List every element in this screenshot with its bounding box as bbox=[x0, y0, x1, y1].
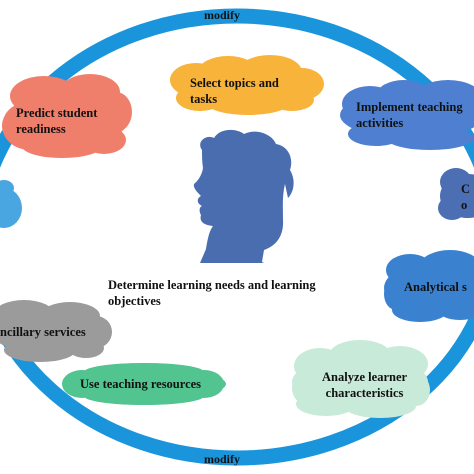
cloud-left-partial bbox=[0, 180, 22, 228]
node-label-line: Implement teaching bbox=[356, 100, 463, 114]
node-label-use-teaching-resources: Use teaching resources bbox=[80, 377, 201, 393]
cloud-use-teaching-resources bbox=[62, 363, 226, 405]
cloud-clarify-objectives bbox=[438, 168, 474, 220]
head-silhouette bbox=[193, 129, 294, 263]
node-label-ancillary-services: ncillary services bbox=[0, 325, 86, 341]
node-label-line: readiness bbox=[16, 121, 66, 136]
node-label-line: Analytical s bbox=[404, 280, 467, 294]
cloud-analyze-learner bbox=[292, 340, 430, 418]
node-label-line: o bbox=[461, 197, 468, 212]
node-label-line: Use teaching resources bbox=[80, 377, 202, 391]
node-label-line: characteristics bbox=[325, 385, 404, 400]
node-label-clarify-objectives: C o bbox=[461, 182, 470, 213]
cloud-predict-readiness bbox=[2, 74, 132, 158]
node-label-line: tasks bbox=[190, 91, 218, 106]
cycle-ring bbox=[0, 8, 474, 466]
cloud-analytical bbox=[384, 250, 474, 322]
node-label-select-topics: Select topics and tasks bbox=[190, 76, 279, 107]
center-label-line: objectives bbox=[108, 293, 161, 308]
top-modify-label: modify bbox=[204, 8, 240, 22]
cloud-select-topics bbox=[170, 55, 324, 115]
node-label-analyze-learner: Analyze learner characteristics bbox=[322, 370, 407, 401]
node-label-line: activities bbox=[356, 115, 404, 130]
node-label-predict-readiness: Predict student readiness bbox=[16, 106, 97, 137]
node-label-line: Predict student bbox=[16, 106, 98, 120]
node-label-line: C bbox=[461, 182, 471, 196]
center-label-line: Determine learning needs and learning bbox=[108, 278, 316, 292]
node-label-line: Select topics and bbox=[190, 76, 279, 90]
node-label-implement-teaching: Implement teaching activities bbox=[356, 100, 463, 131]
node-label-analytical: Analytical s bbox=[404, 280, 467, 296]
cloud-ancillary-services bbox=[0, 300, 112, 362]
node-label-line: Analyze learner bbox=[322, 370, 408, 384]
center-label: Determine learning needs and learning ob… bbox=[108, 278, 316, 309]
cloud-implement-teaching bbox=[340, 80, 474, 150]
bottom-modify-label: modify bbox=[204, 452, 240, 466]
node-label-line: ncillary services bbox=[0, 325, 86, 339]
